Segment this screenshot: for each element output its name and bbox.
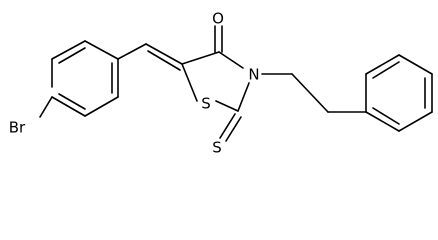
- bromophenyl-ring: [51, 40, 119, 117]
- carbonyl-bond: [214, 25, 223, 53]
- oxygen-label: O: [212, 10, 224, 28]
- ring-sulfur-label: S: [201, 95, 211, 113]
- thione-sulfur-label: S: [212, 139, 222, 157]
- carbon-bromine-bond: [39, 96, 53, 118]
- bromine-label: Br: [9, 119, 26, 137]
- phenyl-ring: [365, 54, 433, 132]
- thiazolidine-ring: [181, 51, 250, 112]
- phenethyl-chain: [261, 73, 367, 113]
- nitrogen-label: N: [248, 66, 259, 84]
- molecule-structure: O S S N Br: [9, 10, 433, 157]
- thione-bond: [219, 113, 242, 142]
- benzylidene-bond: [117, 43, 183, 71]
